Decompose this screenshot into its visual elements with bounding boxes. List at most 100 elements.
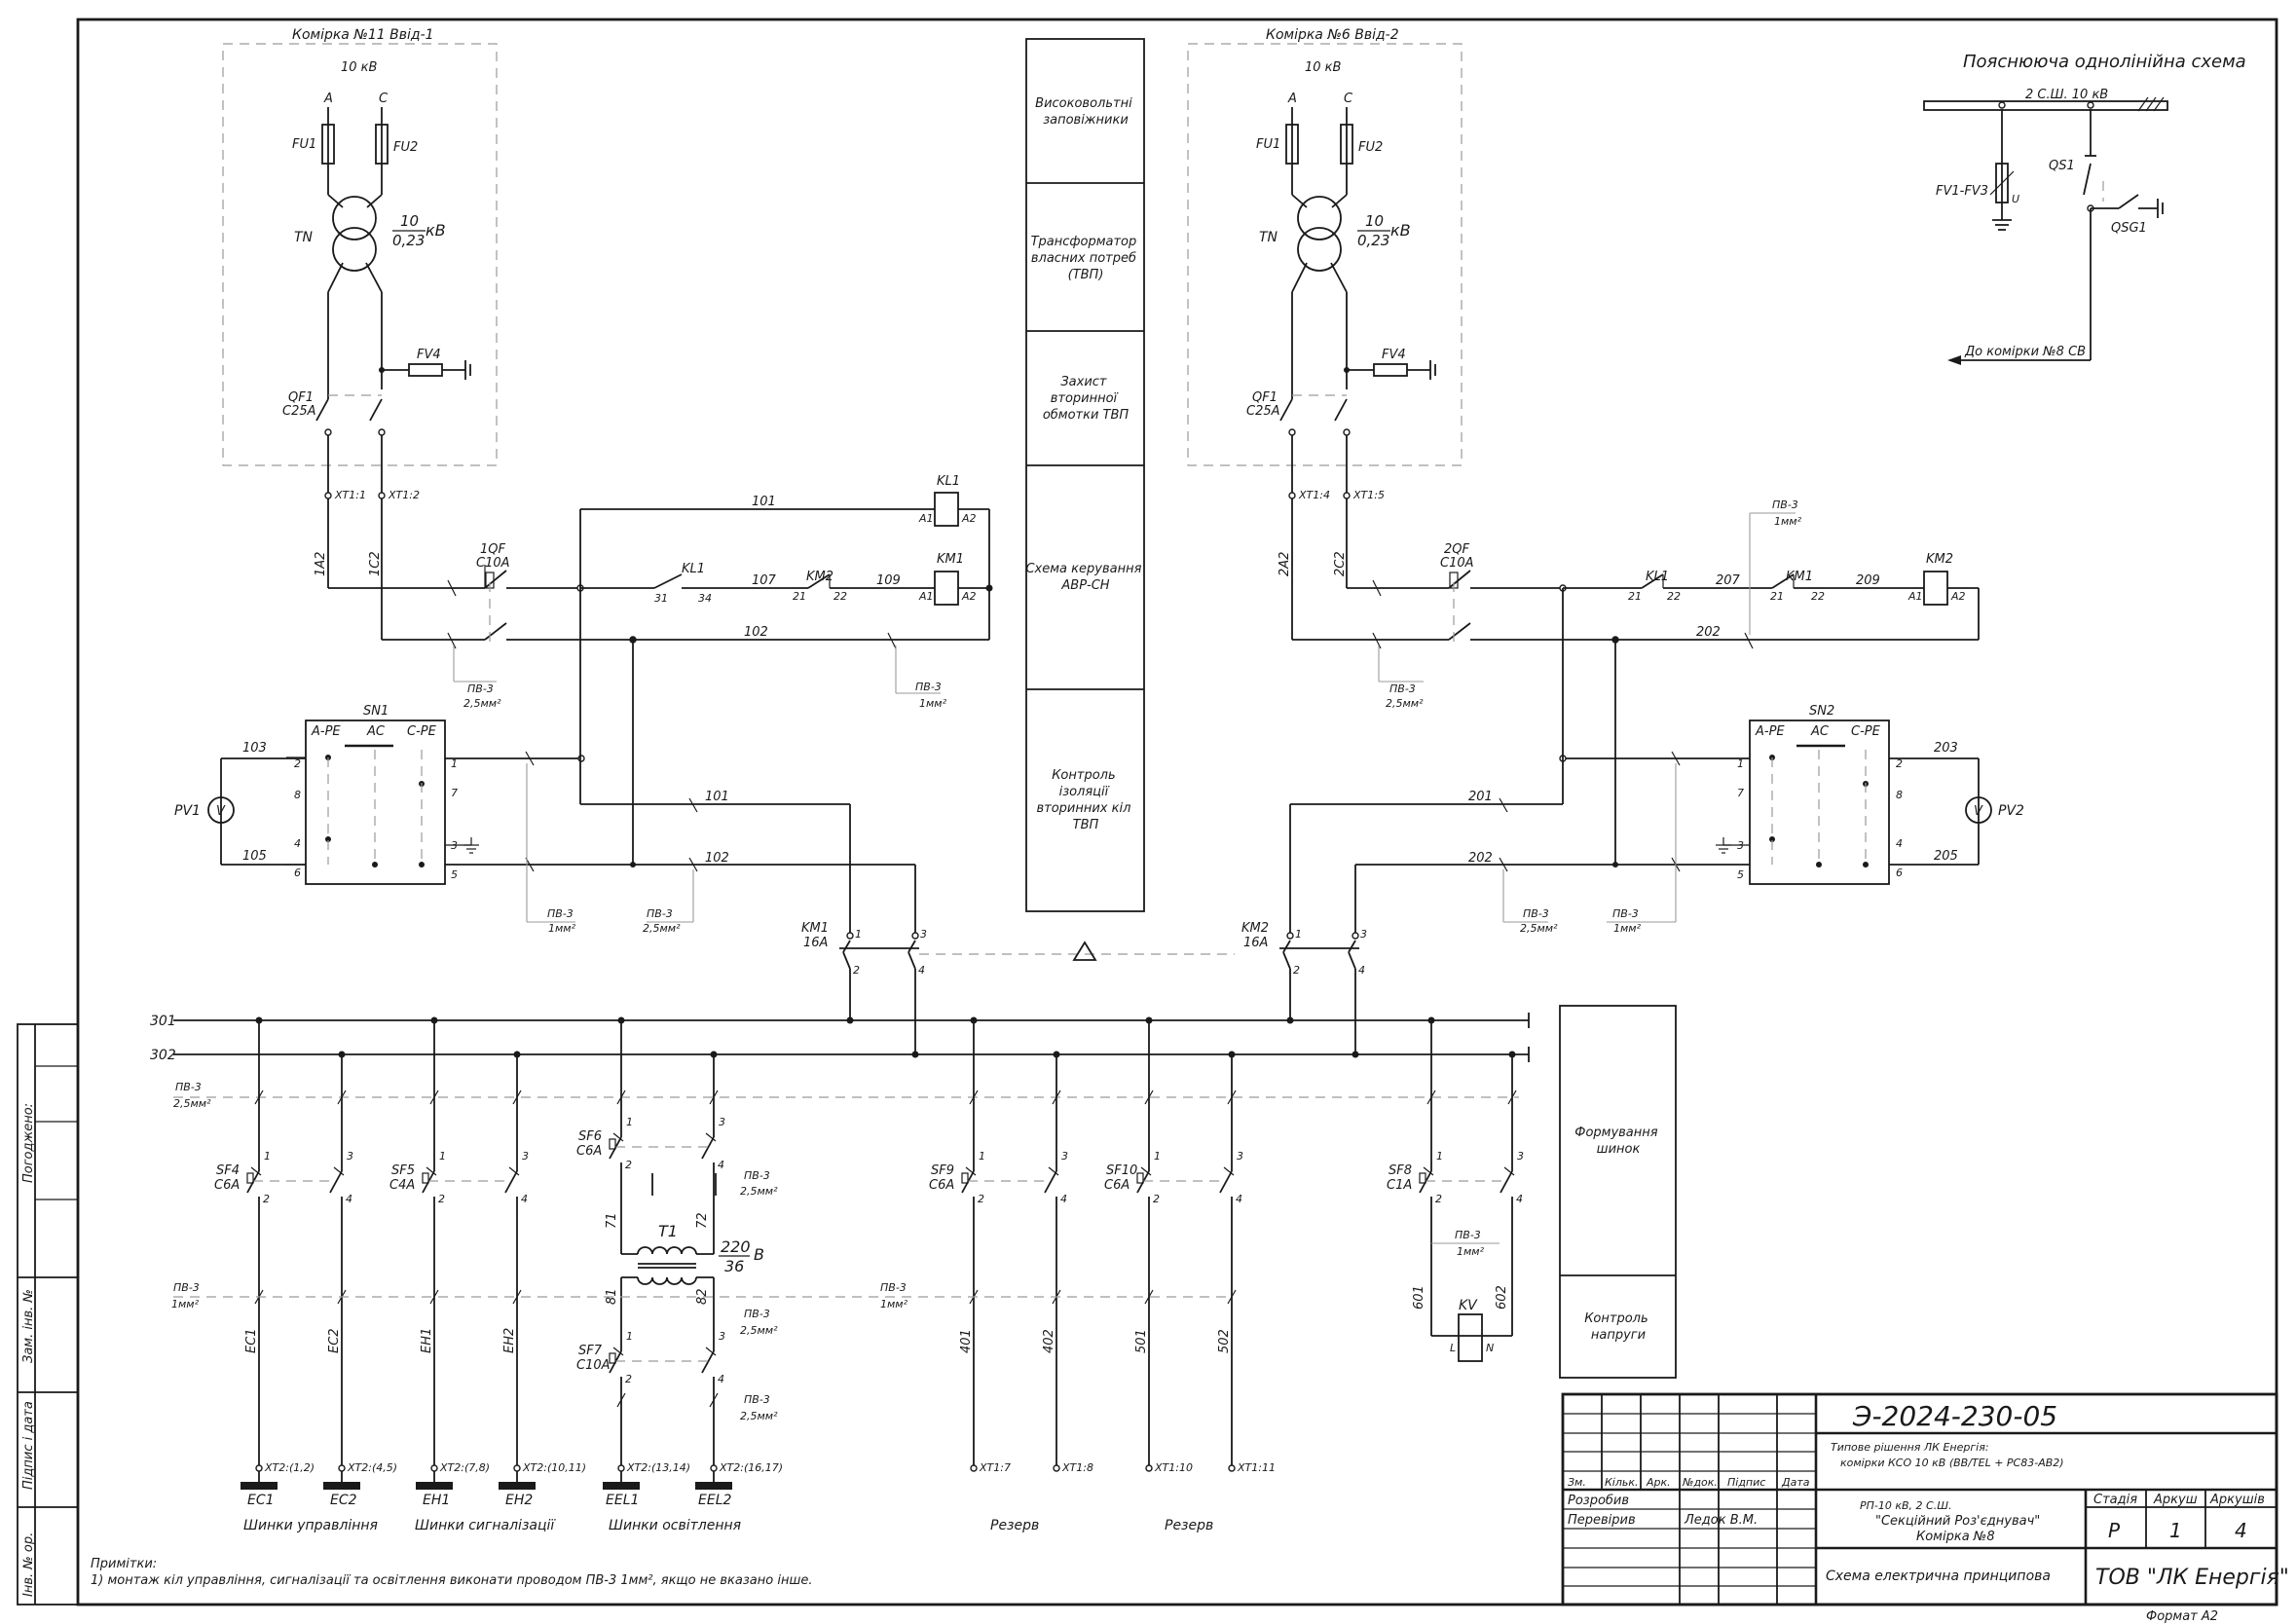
center-block-1: Високовольтні заповіжники (1035, 96, 1136, 128)
tn-right-label: TN (1259, 230, 1278, 245)
km1-right-21: 21 (1770, 590, 1784, 603)
tn-left-label: TN (294, 230, 314, 245)
xt-xt1_11-terminal (1228, 1464, 1236, 1472)
pv2-v: V (1974, 804, 1983, 819)
drawing-code: Э-2024-230-05 (1852, 1400, 2057, 1432)
cell-left-voltage: 10 кВ (341, 60, 378, 75)
wire-105: 105 (242, 849, 267, 864)
s25-sf6: 2,5мм² (740, 1185, 778, 1198)
pv3-right-a: ПВ-3 (1389, 683, 1416, 695)
kl1-a1: A1 (918, 512, 934, 525)
pv3-lower-reserve: ПВ-3 (880, 1281, 907, 1294)
pv2-label: PV2 (1998, 803, 2024, 819)
xt-xt2_78-label: XT2:(7,8) (439, 1461, 490, 1474)
s1-lower-left: 1мм² (171, 1298, 200, 1310)
oneline-diagram: Пояснююча однолінійна схема 2 С.Ш. 10 кВ… (1923, 52, 2246, 365)
t1-ratio-unit: B (754, 1245, 764, 1264)
xt-xt2_1011-label: XT2:(10,11) (522, 1461, 586, 1474)
kl1-a2: A2 (961, 512, 977, 525)
oneline-qsg1: QSG1 (2111, 221, 2147, 236)
desc-line-2: комірки КСО 10 кВ (BB/TEL + PC83-AB2) (1840, 1457, 2064, 1469)
xt1-2-left: XT1:2 (388, 489, 420, 501)
svg-text:1: 1 (439, 1150, 446, 1163)
svg-text:4: 4 (1060, 1193, 1067, 1205)
svg-text:1: 1 (979, 1150, 985, 1163)
busbar-pad (499, 1482, 536, 1490)
km1-coil-label: KM1 (937, 552, 964, 567)
svg-text:2: 2 (1435, 1193, 1442, 1205)
svg-text:3: 3 (1237, 1150, 1243, 1163)
sf7-label: SF7 (578, 1344, 603, 1358)
fv4-right-arrester (1373, 363, 1408, 377)
stamp-orig-inv: Інв. № ор. (21, 1532, 36, 1597)
s25-right-c: 2,5мм² (1520, 922, 1558, 935)
cell-right: Комірка №6 Ввід-2 10 кВ A C FU1 FU2 TN 1… (1187, 27, 1463, 640)
xt-xt2_1617-label: XT2:(16,17) (719, 1461, 783, 1474)
svg-text:2: 2 (853, 964, 860, 977)
svg-text:2: 2 (1896, 757, 1903, 770)
xt-xt2_12-label: XT2:(1,2) (264, 1461, 315, 1474)
svg-text:4: 4 (1236, 1193, 1242, 1205)
bus-eel1: EEL1 (606, 1493, 639, 1508)
svg-text:1: 1 (451, 757, 458, 770)
svg-text:3: 3 (719, 1330, 725, 1343)
side-stamp: Погоджено: Зам. інв. № Підпис і дата Інв… (17, 1023, 79, 1606)
wire-2c2: 2C2 (1333, 551, 1348, 576)
wire-ec2: EC2 (327, 1328, 342, 1353)
sf10-rating: C6A (1104, 1178, 1129, 1193)
km2-a2: A2 (1950, 590, 1966, 603)
tn-right-winding2 (1297, 227, 1342, 272)
xt-xt2_12-terminal (255, 1464, 263, 1472)
sn1-label: SN1 (363, 704, 389, 719)
svg-text:8: 8 (1896, 789, 1903, 801)
cell-right-title: Комірка №6 Ввід-2 (1266, 27, 1399, 43)
oneline-to-cell: До комірки №8 СВ (1964, 345, 2086, 359)
km1-main-label: KM1 (801, 921, 829, 936)
busbar-pad (695, 1482, 732, 1490)
group-signal-label: Шинки сигналізації (415, 1518, 556, 1533)
stamp-agreed: Погоджено: (21, 1103, 36, 1183)
svg-text:2: 2 (625, 1159, 632, 1171)
wire-102-top: 102 (744, 625, 768, 640)
s1-lower-reserve: 1мм² (880, 1298, 908, 1310)
xt-xt1_10-label: XT1:10 (1154, 1461, 1193, 1474)
wire-202-bottom: 202 (1468, 851, 1493, 866)
tn-left-ratio-top: 10 (400, 212, 419, 230)
svg-text:4: 4 (1896, 837, 1903, 850)
sf7-rating: C10A (576, 1358, 611, 1373)
kl1-right-21: 21 (1628, 590, 1642, 603)
xt1-4-right: XT1:4 (1298, 489, 1330, 501)
tn-left-ratio-bottom: 0,23 (392, 232, 425, 249)
fu1-left-label: FU1 (292, 137, 316, 152)
xt1-1-left: XT1:1 (334, 489, 366, 501)
sf9-label: SF9 (931, 1163, 954, 1178)
km2-left-21: 21 (793, 590, 806, 603)
wire-205: 205 (1934, 849, 1958, 864)
wire-101-top: 101 (752, 495, 776, 509)
svg-text:2: 2 (1153, 1193, 1160, 1205)
t1-ratio-bottom: 36 (724, 1257, 744, 1275)
row-developed: Розробив (1568, 1494, 1629, 1508)
arrow-left-icon (1947, 355, 1961, 365)
pv1-voltmeter (207, 796, 235, 824)
xt-xt2_1011-terminal (513, 1464, 521, 1472)
wire-207: 207 (1716, 573, 1741, 588)
checker-name: Ледок В.М. (1684, 1513, 1758, 1528)
svg-text:2: 2 (263, 1193, 270, 1205)
sheet-frame (76, 18, 2278, 1606)
sf10-label: SF10 (1106, 1163, 1137, 1178)
busbar-pad (241, 1482, 278, 1490)
wire-201: 201 (1468, 790, 1493, 804)
wire-w501: 501 (1134, 1329, 1149, 1353)
desc-line-1: Типове рішення ЛК Енергія: (1831, 1441, 1989, 1454)
reserve-label-2: Резерв (1165, 1518, 1213, 1533)
oneline-title: Пояснююча однолінійна схема (1963, 52, 2246, 72)
xt-xt1_8-terminal (1053, 1464, 1060, 1472)
svg-text:5: 5 (1737, 868, 1744, 881)
qf1-right-rating: C25A (1246, 404, 1280, 419)
center-block-5: Контроль ізоляції вторинних кіл ТВП (1036, 768, 1134, 832)
s1-left-b: 1мм² (919, 697, 947, 710)
tn-right-ratio-bottom: 0,23 (1357, 232, 1389, 249)
pv3-right-b: ПВ-3 (1772, 498, 1798, 511)
svg-text:3: 3 (1360, 928, 1367, 941)
